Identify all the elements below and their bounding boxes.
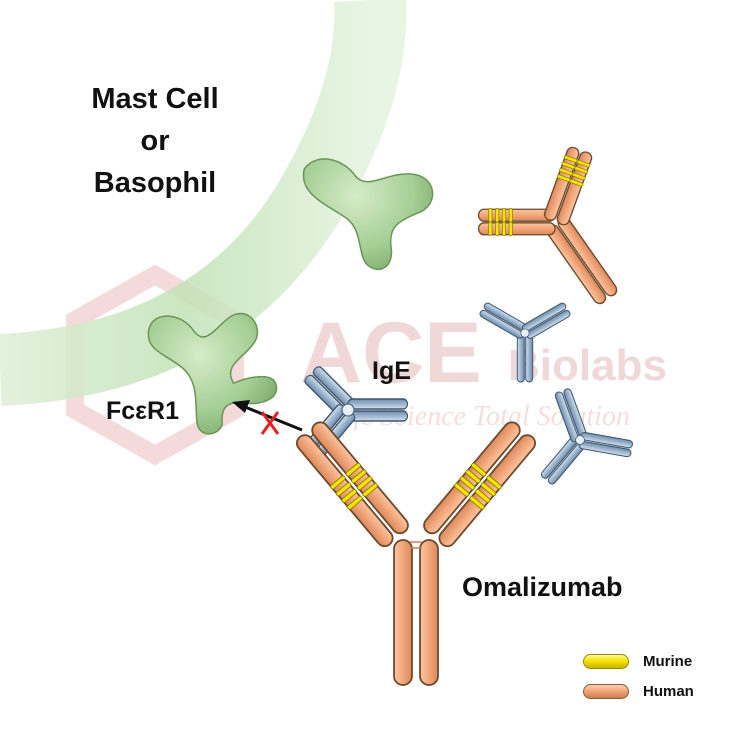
ige-bound: [302, 364, 409, 458]
fceri-receptor-top: [302, 158, 434, 271]
omalizumab-label: Omalizumab: [462, 572, 623, 602]
watermark-brand-sub: Biolabs: [508, 341, 667, 390]
cell-membrane: [0, 0, 407, 406]
legend-label-murine: Murine: [643, 652, 693, 670]
legend-item-human: Human: [583, 676, 694, 706]
block-x-icon: [260, 411, 280, 435]
legend: Murine Human: [583, 646, 694, 706]
cell-label-line3: Basophil: [93, 167, 217, 200]
omalizumab-large: [295, 421, 537, 686]
blocked-binding-arrow: [232, 400, 303, 435]
ige-label: IgE: [372, 357, 411, 385]
cell-label-line2: or: [140, 125, 170, 158]
murine-swatch: [583, 653, 629, 669]
cell-type-label: Mast Cell or Basophil: [50, 78, 260, 204]
legend-label-human: Human: [643, 682, 694, 700]
receptor-label: FcεR1: [106, 397, 179, 425]
human-swatch: [583, 683, 629, 699]
legend-item-murine: Murine: [583, 646, 694, 676]
fceri-receptor-bottom: [147, 312, 278, 435]
cell-label-line1: Mast Cell: [91, 83, 219, 115]
